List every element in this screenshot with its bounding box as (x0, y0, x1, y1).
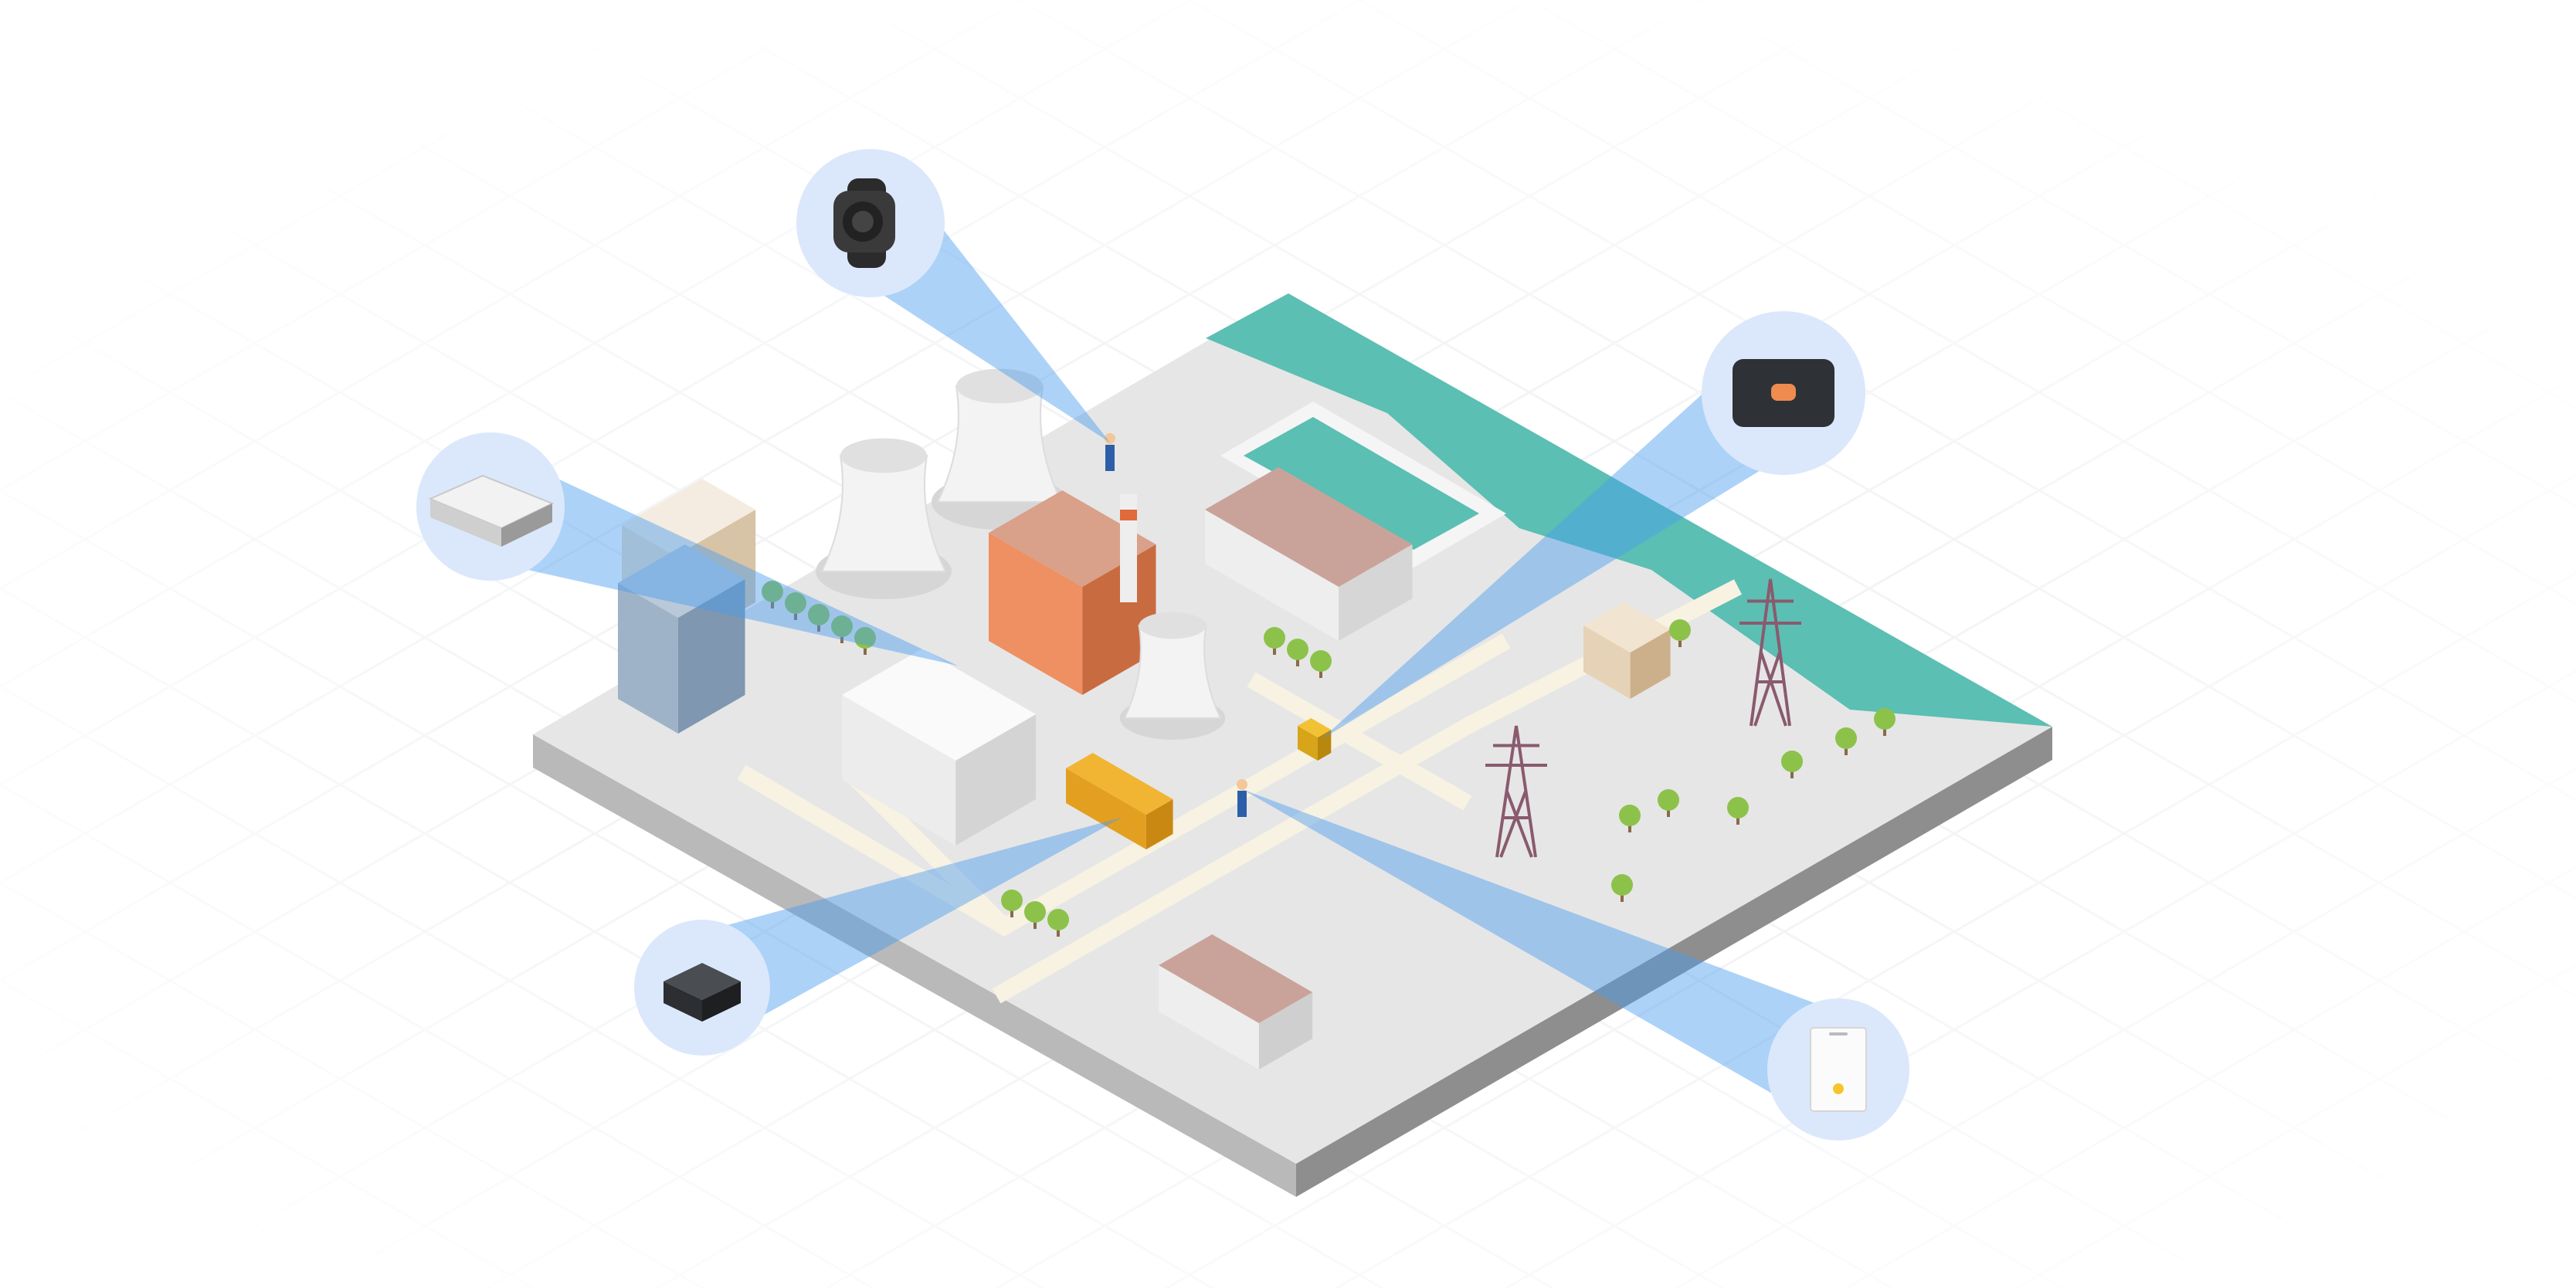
device-smartwatch[interactable] (796, 149, 945, 297)
office-blue (618, 544, 745, 734)
warehouse-pink (1205, 467, 1413, 641)
small-building (1583, 602, 1671, 699)
tree (1310, 650, 1332, 678)
tree (1835, 727, 1857, 755)
truck (1066, 753, 1173, 849)
id-badge-icon (1810, 1027, 1867, 1112)
tree (1001, 890, 1023, 917)
beam-tracker (1321, 349, 1816, 740)
forklift (1298, 718, 1332, 761)
device-tracker[interactable] (1702, 311, 1865, 475)
tree (1264, 627, 1285, 655)
boiler-house (989, 490, 1156, 695)
water-basin-fill (1244, 417, 1479, 550)
tree (1047, 909, 1069, 937)
tree (1024, 901, 1046, 929)
platform-top (533, 293, 2052, 1164)
smartwatch-icon (833, 178, 895, 268)
substation-building (1159, 934, 1313, 1069)
tree (854, 627, 876, 655)
tree (1781, 751, 1803, 778)
reactor-dome (1119, 612, 1226, 740)
beam-badge (1242, 789, 1862, 1119)
tree (1619, 805, 1641, 832)
plant-structures (618, 368, 1896, 1069)
power-pylon (1485, 725, 1547, 858)
plant-platform (533, 293, 2052, 1197)
iot-devices (416, 149, 1909, 1141)
tree (1287, 639, 1308, 666)
tree (1874, 708, 1896, 736)
beam-hub (681, 817, 1123, 1038)
tree (808, 604, 830, 632)
tree (762, 581, 783, 608)
hub-box-icon (664, 963, 741, 1022)
beam-gateway (473, 455, 958, 666)
tree (1669, 619, 1691, 647)
device-hub[interactable] (634, 920, 770, 1056)
router-icon (428, 474, 555, 547)
river (1206, 293, 2052, 727)
tree (831, 615, 853, 643)
cooling-tower-left (816, 438, 952, 599)
worker (1237, 779, 1247, 817)
white-building (842, 649, 1037, 846)
tree (785, 592, 806, 620)
tree (1727, 797, 1749, 825)
tree (1611, 874, 1633, 902)
platform-side-right (1296, 727, 2052, 1197)
power-pylon (1739, 578, 1801, 727)
tracker-icon (1733, 359, 1834, 427)
chimney (1120, 494, 1137, 602)
platform-side-left (533, 734, 1296, 1197)
tree (1658, 789, 1679, 817)
device-badge[interactable] (1767, 998, 1909, 1141)
worker (1105, 433, 1115, 471)
device-gateway[interactable] (416, 432, 565, 581)
chimney-stripe (1120, 510, 1137, 520)
